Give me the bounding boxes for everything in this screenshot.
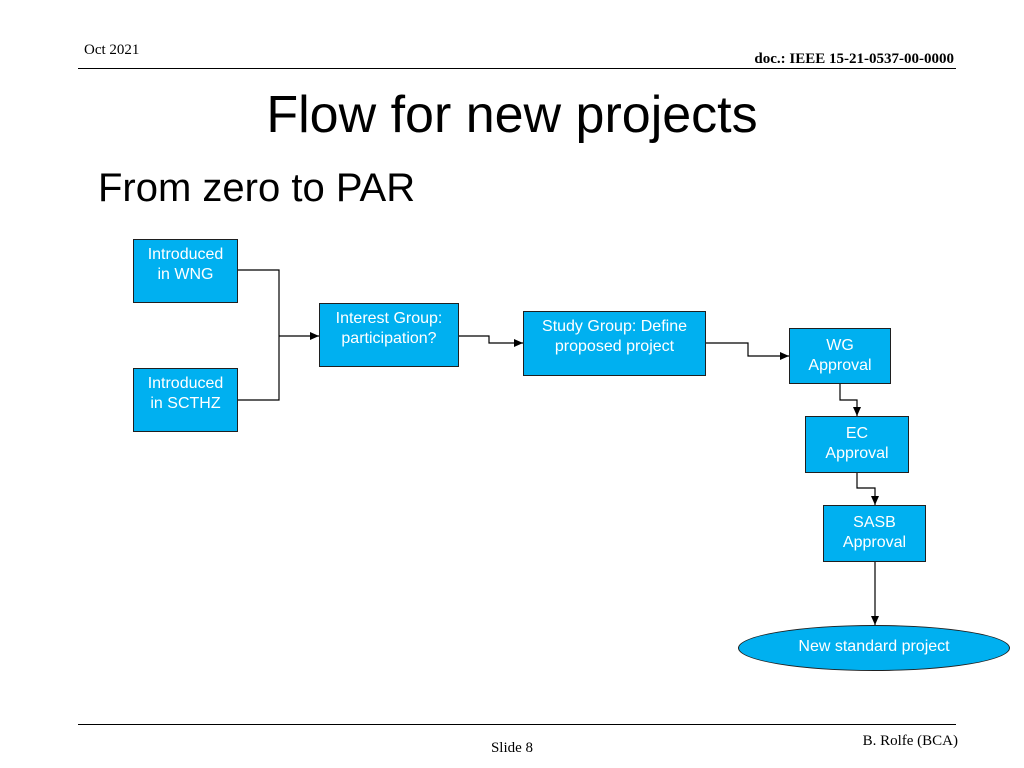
header-divider [78, 68, 956, 69]
header-date: Oct 2021 [84, 42, 140, 58]
header-doc-id: doc.: IEEE 15-21-0537-00-0000 [754, 51, 954, 67]
connector-ec-to-sasb [856, 473, 879, 505]
box-ec-approval: EC Approval [805, 416, 909, 473]
slide-subtitle: From zero to PAR [98, 166, 416, 210]
box-introduced-scthz: Introduced in SCTHZ [133, 368, 238, 432]
connector-wg-to-ec [839, 384, 861, 416]
footer-author: B. Rolfe (BCA) [862, 733, 958, 749]
box-wg-approval: WG Approval [789, 328, 891, 384]
box-interest-group: Interest Group: participation? [319, 303, 459, 367]
connector-interest-to-study [459, 335, 523, 347]
connector-wng-to-interest [238, 269, 280, 336]
connector-study-to-wg [706, 342, 789, 360]
oval-new-standard-project: New standard project [738, 625, 1010, 671]
connector-scthz-to-interest [238, 336, 280, 401]
slide-title: Flow for new projects [266, 86, 758, 144]
footer-slide-number: Slide 8 [490, 740, 534, 756]
box-introduced-wng: Introduced in WNG [133, 239, 238, 303]
box-sasb-approval: SASB Approval [823, 505, 926, 562]
footer-divider [78, 724, 956, 725]
box-study-group: Study Group: Define proposed project [523, 311, 706, 376]
